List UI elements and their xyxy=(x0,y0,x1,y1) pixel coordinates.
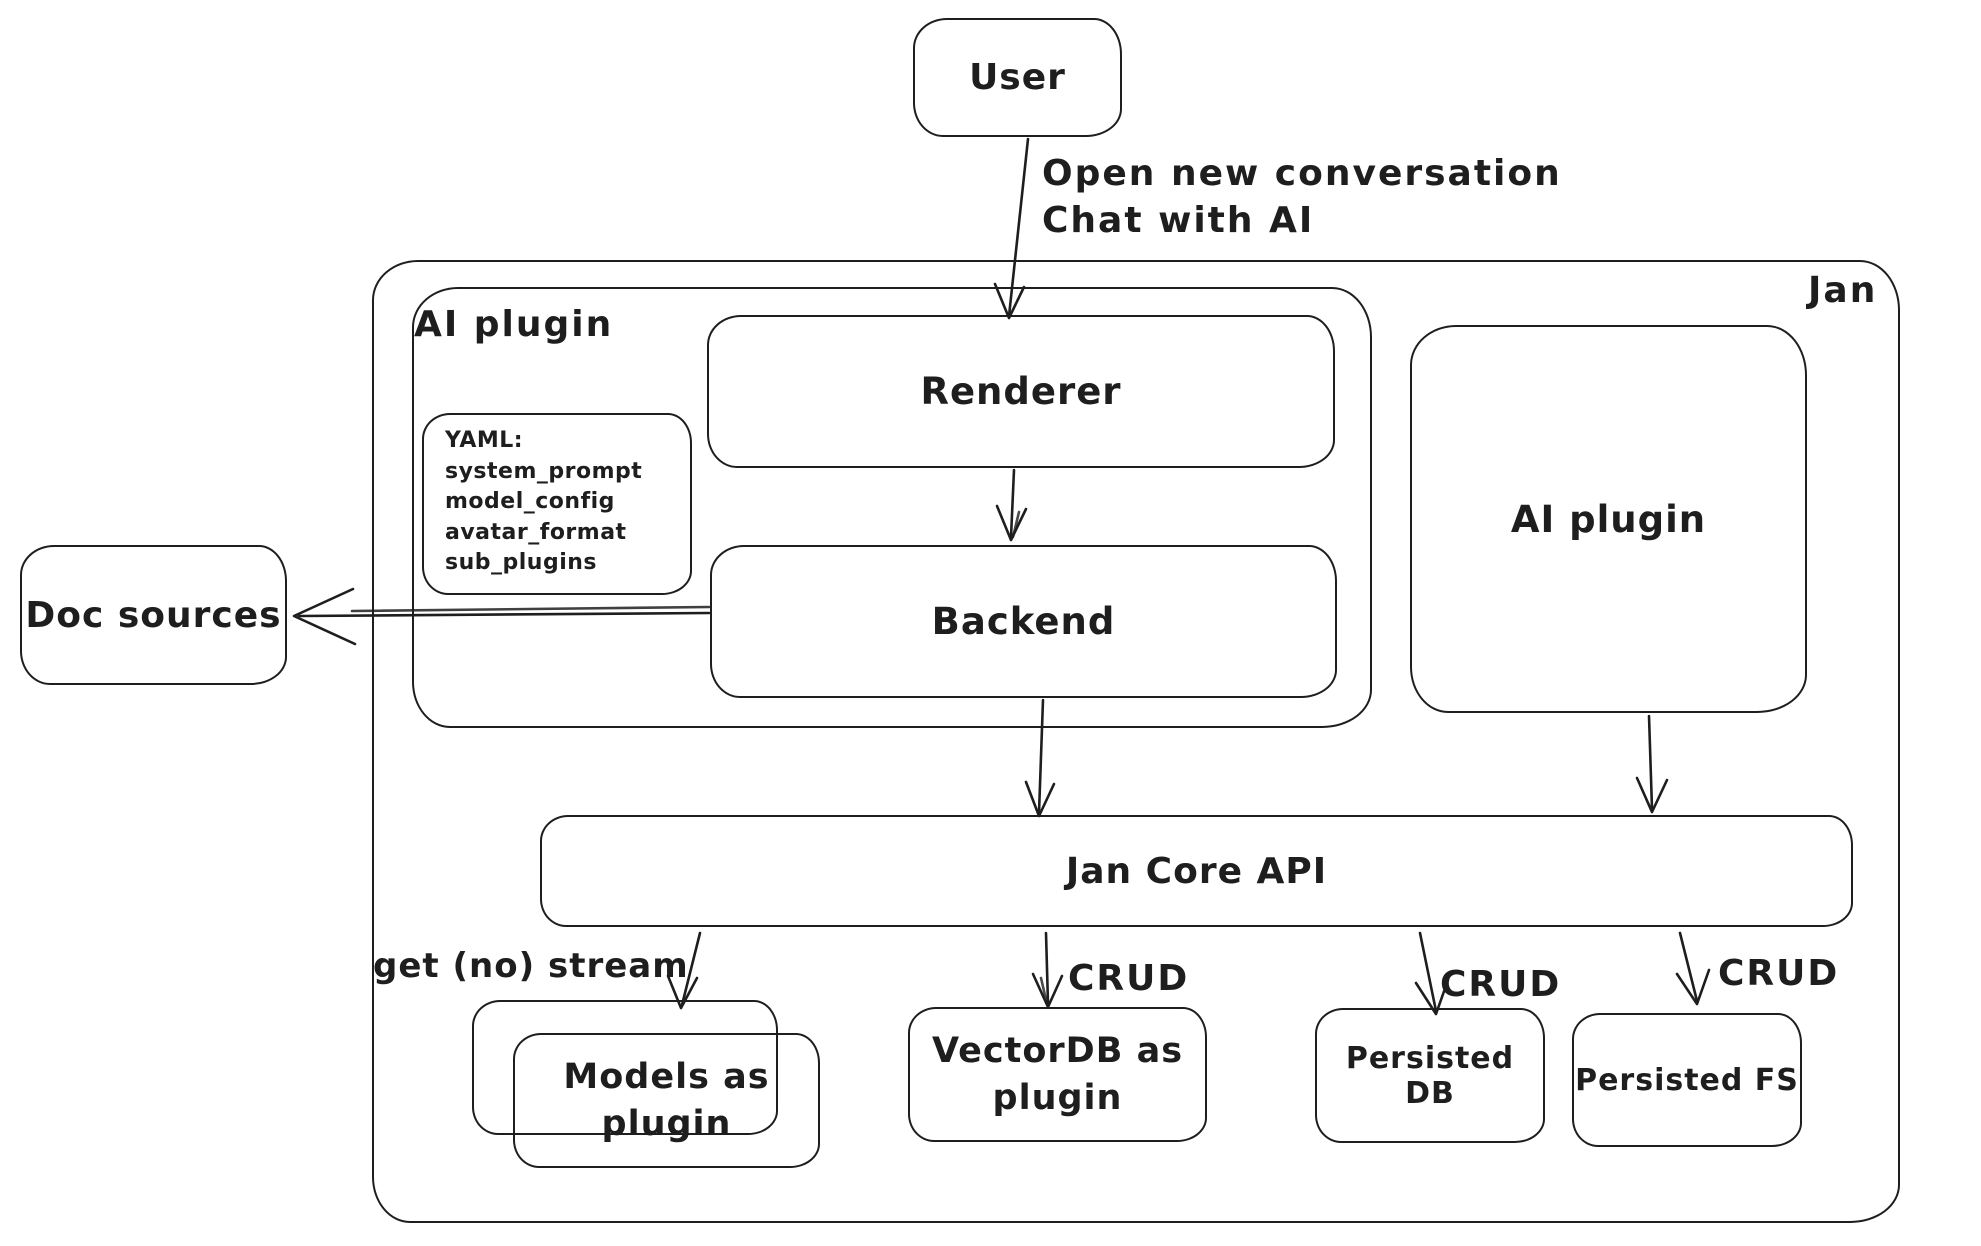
models-plugin-node-label: Models as plugin xyxy=(563,1056,770,1144)
arrow-renderer-to-backend xyxy=(995,468,1028,542)
persisted-db-node: Persisted DB xyxy=(1315,1008,1545,1143)
doc-sources-node: Doc sources xyxy=(20,545,287,685)
backend-node-label: Backend xyxy=(931,600,1116,643)
vectordb-plugin-node-label: VectorDB as plugin xyxy=(931,1030,1184,1118)
edge-label-user-to-renderer: Open new conversation Chat with AI xyxy=(1042,150,1562,244)
ai-plugin-node-label: AI plugin xyxy=(1510,497,1707,541)
persisted-fs-node: Persisted FS xyxy=(1572,1013,1802,1147)
ai-plugin-container xyxy=(412,287,1372,728)
arrow-user-to-renderer xyxy=(993,137,1030,320)
yaml-note-line: avatar_format xyxy=(445,519,627,545)
arrow-jan-core-api-to-models xyxy=(666,931,702,1010)
doc-sources-node-label: Doc sources xyxy=(25,594,282,636)
arrow-jan-core-api-to-persisted-db xyxy=(1414,931,1450,1016)
yaml-note-line: sub_plugins xyxy=(445,550,598,575)
user-node-label: User xyxy=(969,57,1066,98)
edge-label-crud-vectordb: CRUD xyxy=(1068,958,1190,999)
yaml-note-line: model_config xyxy=(445,489,615,514)
jan-container-label: Jan xyxy=(1808,270,1878,311)
persisted-db-node-label: Persisted DB xyxy=(1345,1040,1515,1111)
user-node: User xyxy=(913,18,1122,137)
arrow-backend-to-doc-sources xyxy=(292,587,711,646)
persisted-fs-node-label: Persisted FS xyxy=(1575,1062,1799,1098)
edge-label-line2: Chat with AI xyxy=(1042,200,1315,241)
jan-core-api-node: Jan Core API xyxy=(540,815,1853,927)
yaml-config-note: YAML: system_prompt model_config avatar_… xyxy=(422,413,692,595)
edge-label-get-no-stream: get (no) stream xyxy=(373,946,689,986)
arrow-ai-plugin-to-jan-core-api xyxy=(1635,714,1669,814)
edge-label-crud-persisted-fs: CRUD xyxy=(1718,953,1840,994)
models-plugin-node: Models as plugin xyxy=(513,1033,820,1168)
renderer-node: Renderer xyxy=(707,315,1335,468)
ai-plugin-container-label: AI plugin xyxy=(414,304,614,345)
yaml-note-line: system_prompt xyxy=(445,458,643,484)
arrow-jan-core-api-to-persisted-fs xyxy=(1675,931,1711,1006)
jan-container xyxy=(372,260,1900,1223)
edge-label-crud-persisted-db: CRUD xyxy=(1440,964,1562,1005)
ai-plugin-node: AI plugin xyxy=(1410,325,1807,713)
yaml-note-title: YAML: xyxy=(445,428,524,453)
models-plugin-node-back xyxy=(472,1000,778,1135)
edge-label-line1: Open new conversation xyxy=(1042,153,1562,194)
backend-node: Backend xyxy=(710,545,1337,698)
renderer-node-label: Renderer xyxy=(920,370,1122,413)
vectordb-plugin-node: VectorDB as plugin xyxy=(908,1007,1207,1142)
jan-core-api-node-label: Jan Core API xyxy=(1065,850,1328,892)
